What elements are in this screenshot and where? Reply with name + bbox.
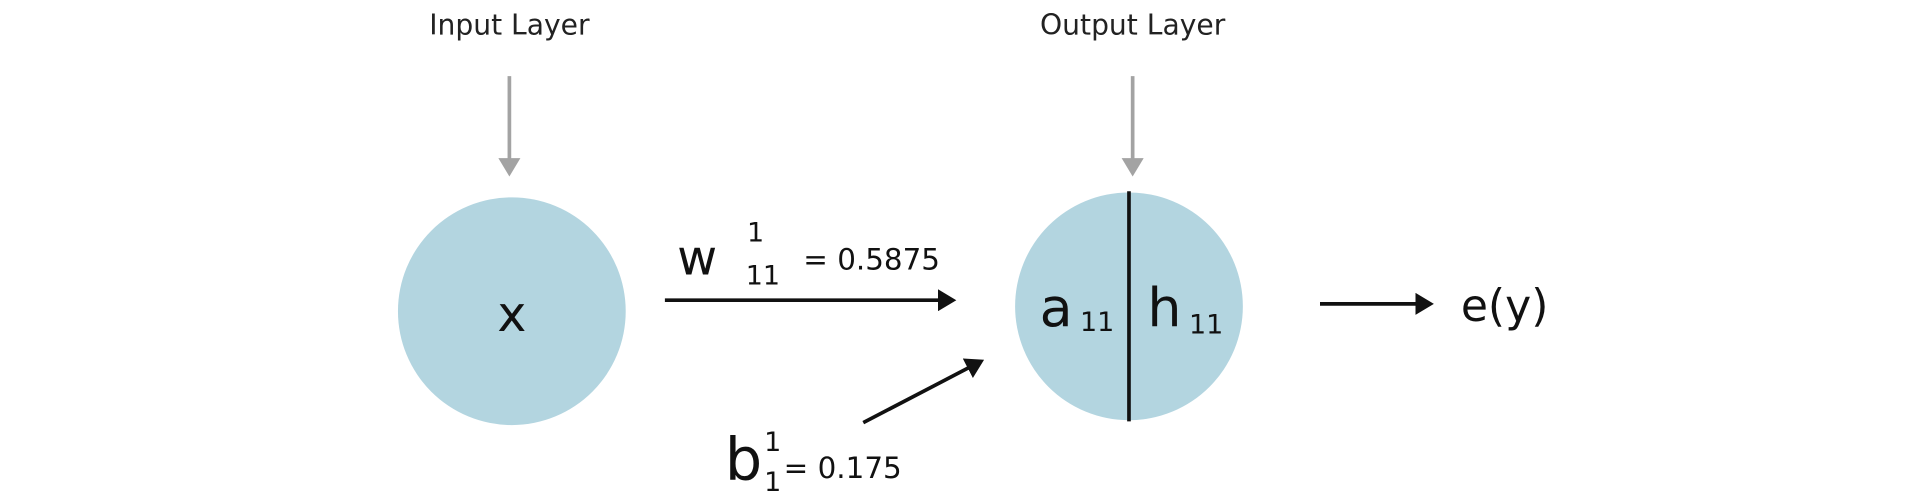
input-layer-label: Input Layer xyxy=(429,8,590,41)
bias-symbol: b xyxy=(725,425,762,494)
bias-value: = 0.175 xyxy=(784,451,902,485)
input-node xyxy=(397,197,626,426)
weight-value: = 0.5875 xyxy=(803,243,940,277)
weight-superscript: 1 xyxy=(747,217,764,248)
weight-symbol: w xyxy=(677,229,717,286)
bias-subscript: 1 xyxy=(764,467,781,498)
bias-arrow xyxy=(862,358,985,425)
activation-symbol: h xyxy=(1147,276,1181,339)
pre-activation-subscript: 11 xyxy=(1080,307,1114,338)
activation-subscript: 11 xyxy=(1189,309,1223,340)
bias-superscript: 1 xyxy=(764,427,781,458)
output-label: e(y) xyxy=(1461,281,1549,332)
input-node-label: x xyxy=(497,286,526,343)
pre-activation-symbol: a xyxy=(1040,276,1073,339)
output-layer-label: Output Layer xyxy=(1040,8,1226,41)
weight-subscript: 11 xyxy=(746,260,780,291)
